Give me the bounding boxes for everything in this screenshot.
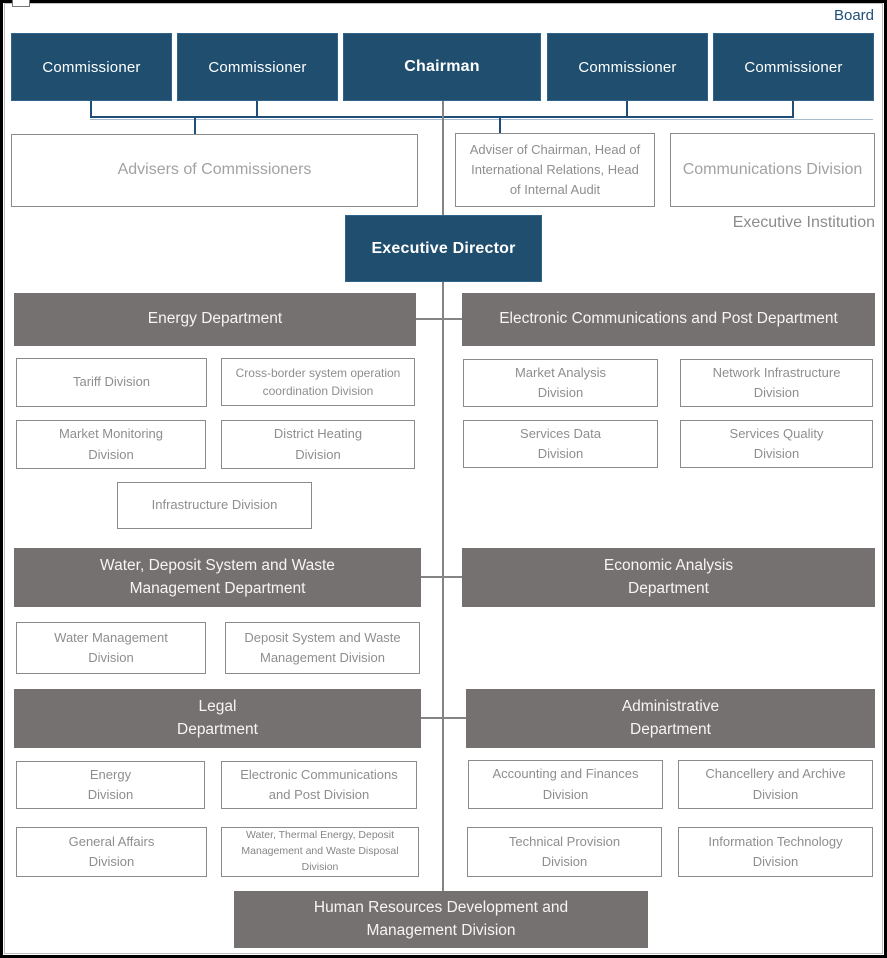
- energy-division-box: Energy Division: [16, 761, 205, 809]
- connector-advisers-drop: [194, 118, 196, 135]
- communications-division-box: Communications Division: [670, 133, 875, 207]
- connector-row2-stub: [421, 576, 462, 578]
- connector-central-spine: [442, 282, 444, 891]
- services-quality-division-box: Services Quality Division: [680, 420, 873, 468]
- connector-chairman-advisers-drop: [499, 118, 501, 134]
- legal-department-header: Legal Department: [14, 689, 421, 748]
- connector-row3-stub: [421, 717, 466, 719]
- water-thermal-division-box: Water, Thermal Energy, Deposit Managemen…: [221, 827, 419, 877]
- connector-commissioner4-drop: [792, 101, 794, 118]
- technical-provision-division-box: Technical Provision Division: [467, 827, 662, 877]
- district-heating-division-box: District Heating Division: [221, 420, 415, 469]
- board-label: Board: [833, 7, 874, 24]
- corner-notch: [12, 0, 30, 7]
- executive-institution-label: Executive Institution: [732, 214, 875, 231]
- network-infrastructure-division-box: Network Infrastructure Division: [680, 359, 873, 407]
- administrative-department-header: Administrative Department: [466, 689, 875, 748]
- connector-horizontal-light: [90, 119, 873, 120]
- water-management-division-box: Water Management Division: [16, 622, 206, 674]
- market-analysis-division-box: Market Analysis Division: [463, 359, 658, 407]
- commissioner-box-1: Commissioner: [11, 33, 172, 101]
- market-monitoring-division-box: Market Monitoring Division: [16, 420, 206, 469]
- infrastructure-division-box: Infrastructure Division: [117, 482, 312, 529]
- ecp-legal-division-box: Electronic Communications and Post Divis…: [221, 761, 417, 809]
- hr-division-box: Human Resources Development and Manageme…: [234, 891, 648, 948]
- ecp-department-header: Electronic Communications and Post Depar…: [462, 293, 875, 346]
- adviser-of-chairman-box: Adviser of Chairman, Head of Internation…: [455, 133, 655, 207]
- connector-commissioner2-drop: [256, 101, 258, 118]
- executive-director-box: Executive Director: [345, 215, 542, 282]
- energy-department-header: Energy Department: [14, 293, 416, 346]
- cross-border-division-box: Cross-border system operation coordinati…: [221, 358, 415, 406]
- tariff-division-box: Tariff Division: [16, 358, 207, 407]
- deposit-waste-division-box: Deposit System and Waste Management Divi…: [225, 622, 420, 674]
- connector-row1-stub: [416, 318, 462, 320]
- water-department-header: Water, Deposit System and Waste Manageme…: [14, 548, 421, 607]
- services-data-division-box: Services Data Division: [463, 420, 658, 468]
- chancellery-archive-division-box: Chancellery and Archive Division: [678, 760, 873, 809]
- general-affairs-division-box: General Affairs Division: [16, 827, 207, 877]
- economic-analysis-department-header: Economic Analysis Department: [462, 548, 875, 607]
- advisers-of-commissioners-box: Advisers of Commissioners: [11, 134, 418, 207]
- commissioner-box-2: Commissioner: [177, 33, 338, 101]
- connector-commissioner3-drop: [626, 101, 628, 118]
- connector-commissioner1-drop: [90, 101, 92, 118]
- commissioner-box-4: Commissioner: [713, 33, 874, 101]
- connector-chairman-to-director: [442, 101, 444, 215]
- commissioner-box-3: Commissioner: [547, 33, 708, 101]
- accounting-finances-division-box: Accounting and Finances Division: [468, 760, 663, 809]
- chairman-box: Chairman: [343, 33, 541, 101]
- information-technology-division-box: Information Technology Division: [678, 827, 873, 877]
